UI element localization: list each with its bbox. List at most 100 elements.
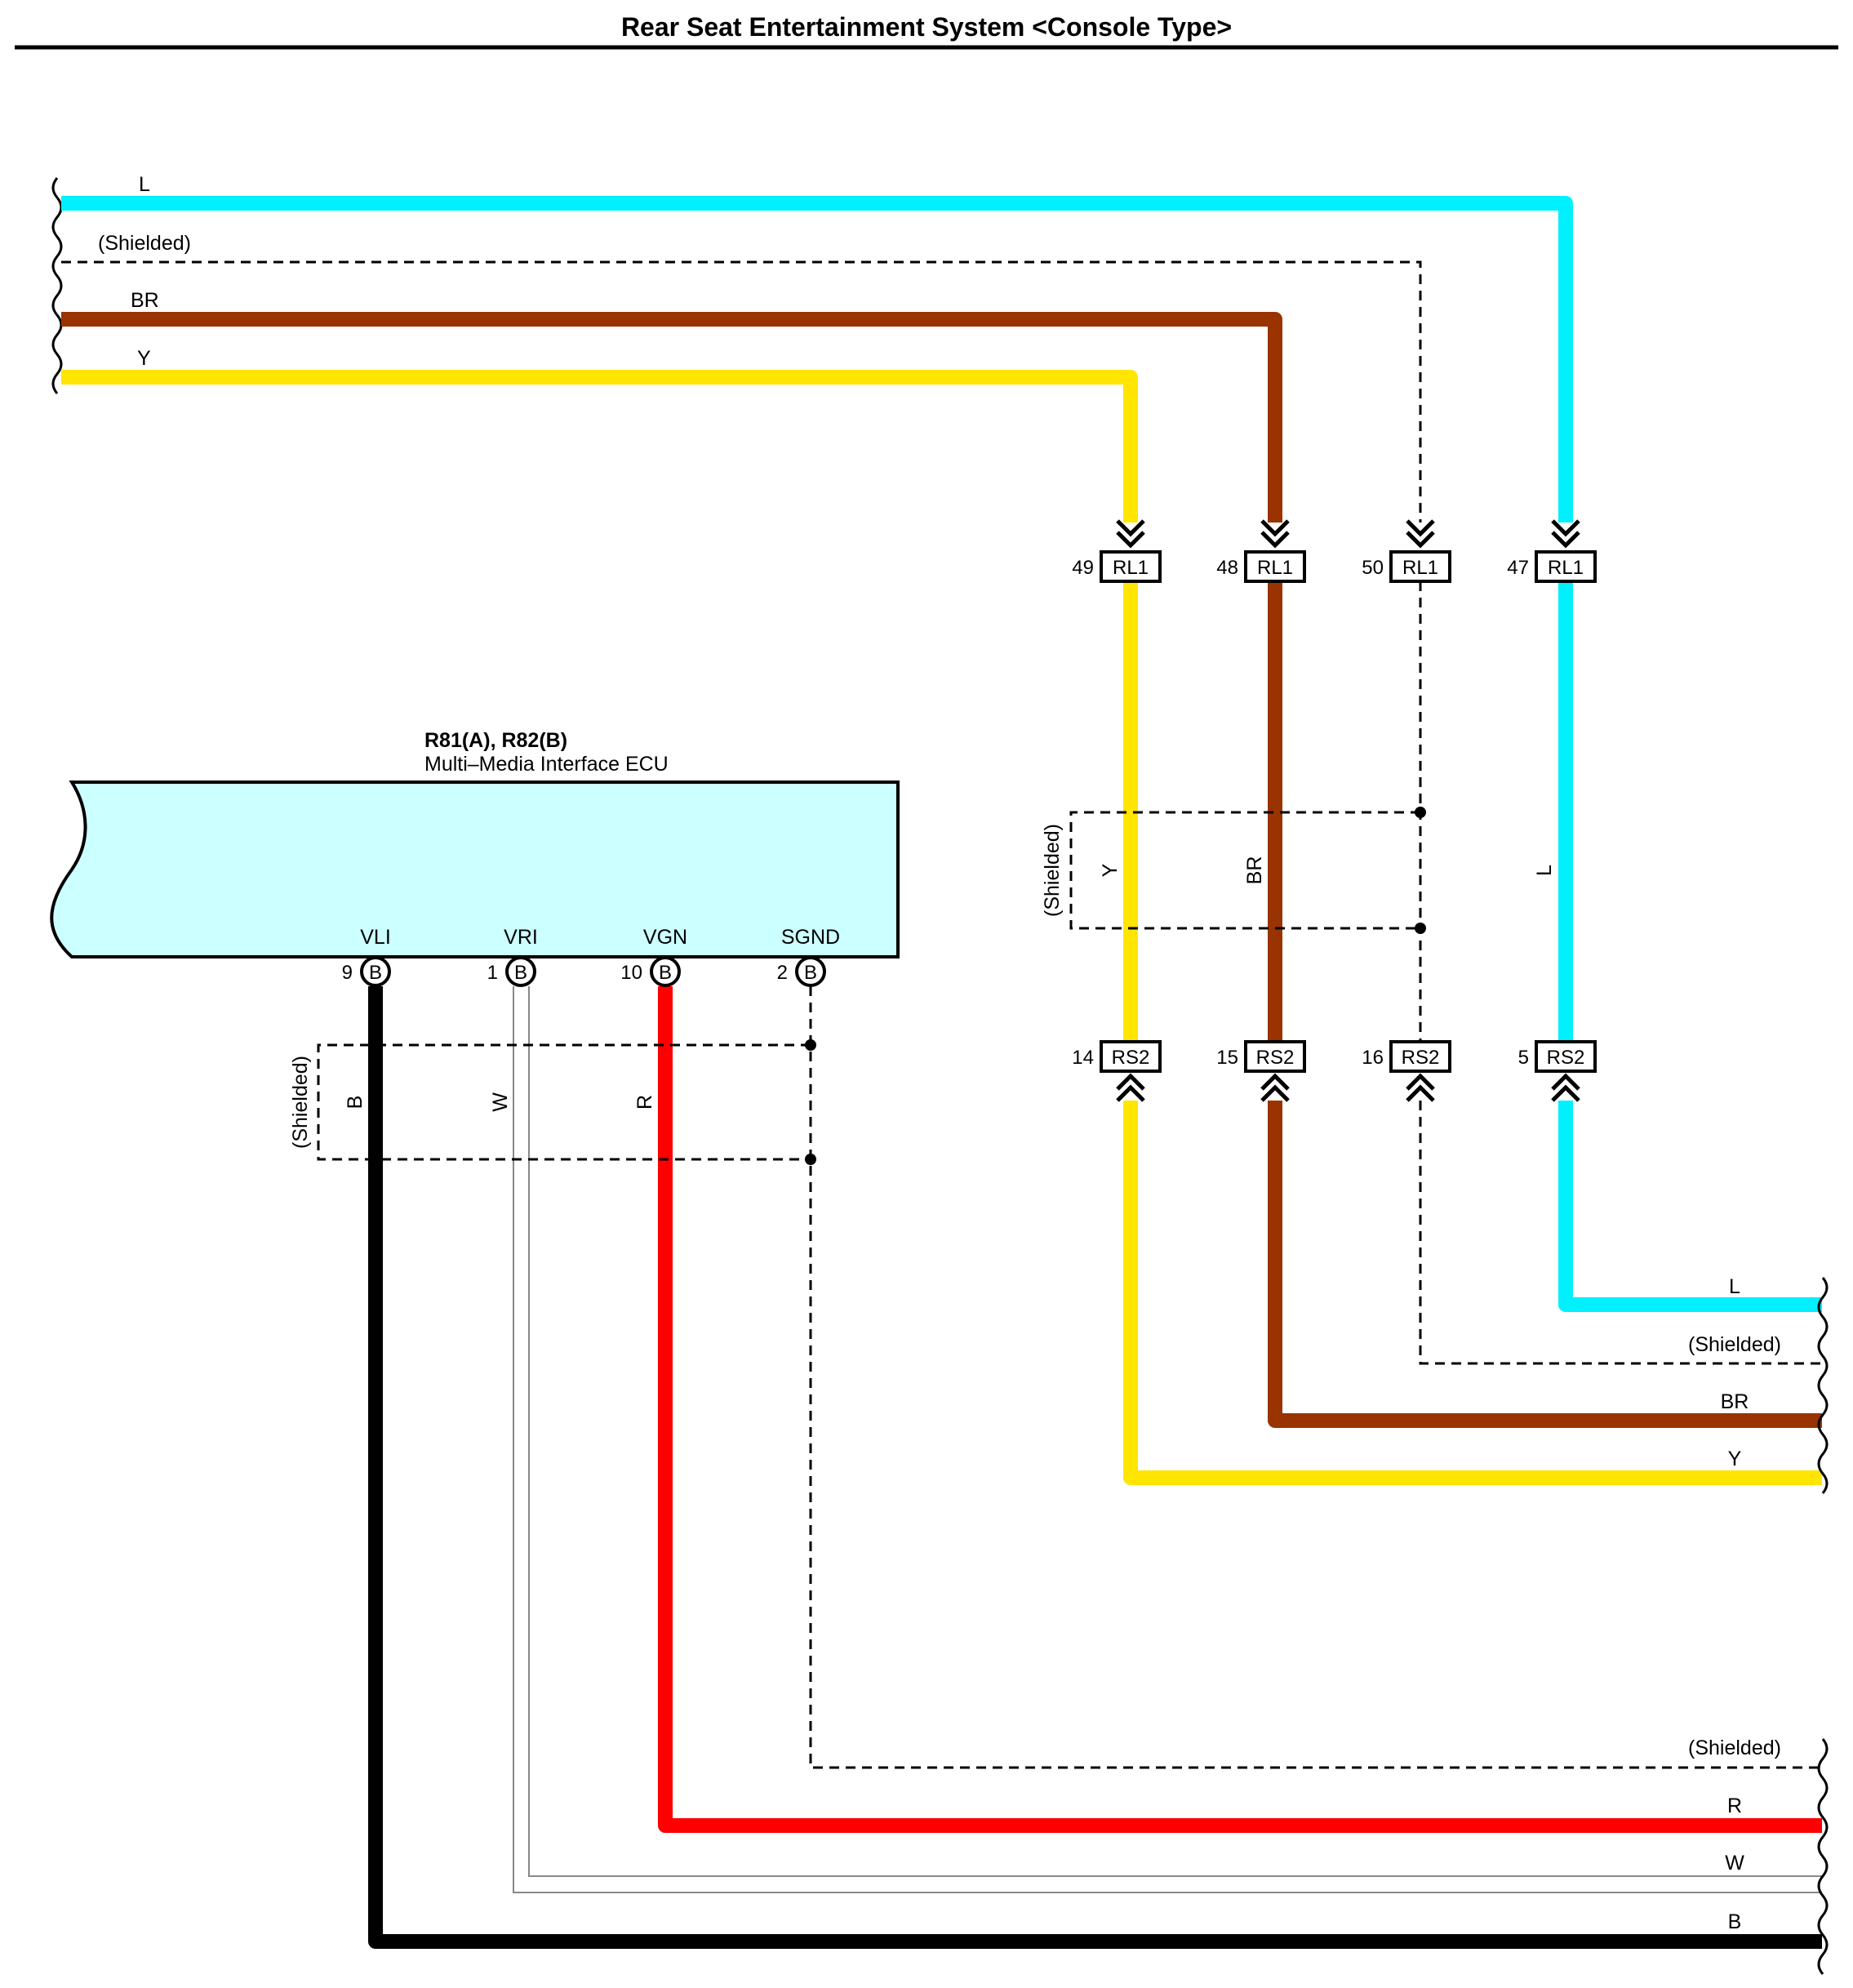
wire-label: Y <box>1099 863 1122 877</box>
connector-box <box>1244 1040 1306 1073</box>
wire-label: L <box>1729 1275 1740 1298</box>
wire-label: L <box>1533 865 1556 876</box>
connector-letter: B <box>659 962 672 984</box>
bottom-wire-break-symbol <box>1817 1738 1829 1975</box>
connector-rs2-15: RS2 15 <box>1216 1040 1306 1102</box>
connector-box <box>1100 550 1162 583</box>
wire-label: (Shielded) <box>98 232 191 255</box>
wire-y-top <box>61 370 1138 523</box>
pin-number: 2 <box>777 962 788 984</box>
shield-wire-ecu <box>809 986 1822 1769</box>
wire-l-bottom <box>1558 1101 1822 1312</box>
terminal-name: VRI <box>504 926 538 949</box>
chevron-down-icon <box>1551 519 1580 549</box>
connector-letter: B <box>514 962 527 984</box>
connector-box <box>1389 1040 1451 1073</box>
page-title: Rear Seat Entertainment System <Console … <box>621 12 1232 42</box>
connector-code: RS2 <box>1256 1047 1295 1069</box>
wire-label: W <box>1725 1852 1744 1875</box>
terminal-name: SGND <box>781 926 840 949</box>
ecu-wire-bundle <box>368 986 1822 1949</box>
ecu-terminals: B 9 B 1 B 10 B 2 <box>342 956 826 987</box>
terminal-vgn: B 10 <box>620 956 681 987</box>
shield-junction <box>1415 923 1426 934</box>
top-wire-break-symbol <box>51 177 63 394</box>
mid-wire-break-symbol <box>1817 1277 1829 1494</box>
pin-number: 5 <box>1518 1047 1529 1069</box>
pin-number: 9 <box>342 962 353 984</box>
shield-label: (Shielded) <box>289 1056 312 1149</box>
shield-label: (Shielded) <box>1041 824 1064 917</box>
chevron-up-icon <box>1116 1073 1145 1102</box>
shield-box <box>1069 811 1420 930</box>
wire-br-top <box>61 312 1282 523</box>
right-shield-group: (Shielded) Y BR L <box>1041 807 1556 934</box>
wire-label: L <box>139 173 150 196</box>
shield-junction <box>805 1039 816 1051</box>
bottom-wire-labels: (Shielded) R W B <box>1688 1737 1829 1975</box>
terminal-vli: B 9 <box>342 956 391 987</box>
pin-number: 47 <box>1507 557 1529 579</box>
wire-label: BR <box>1721 1390 1749 1413</box>
ecu-code: R81(A), R82(B) <box>424 729 567 752</box>
wire-label: BR <box>1243 856 1266 885</box>
ecu-name: Multi–Media Interface ECU <box>424 753 669 776</box>
shield-wire-bottom <box>1419 1101 1822 1365</box>
wire-label: B <box>344 1096 367 1110</box>
connector-code: RL1 <box>1402 557 1438 579</box>
wire-label: Y <box>1728 1448 1742 1470</box>
connector-box <box>1244 550 1306 583</box>
terminal-name: VLI <box>360 926 391 949</box>
terminal-name: VGN <box>643 926 687 949</box>
pin-number: 49 <box>1072 557 1094 579</box>
rl1-connector-row: RL1 49 RL1 48 RL1 50 RL1 47 <box>1072 519 1597 583</box>
wire-w-outline-outer <box>513 986 1822 1893</box>
connector-code: RL1 <box>1113 557 1149 579</box>
connector-letter: B <box>804 962 817 984</box>
chevron-down-icon <box>1406 519 1435 549</box>
multimedia-interface-ecu: R81(A), R82(B) Multi–Media Interface ECU… <box>50 729 900 958</box>
connector-rl1-48: RL1 48 <box>1216 519 1306 583</box>
connector-code: RL1 <box>1548 557 1584 579</box>
chevron-up-icon <box>1260 1073 1290 1102</box>
pin-number: 50 <box>1362 557 1384 579</box>
connector-letter: B <box>369 962 382 984</box>
connector-rs2-16: RS2 16 <box>1362 1040 1451 1102</box>
connector-rs2-5: RS2 5 <box>1518 1040 1597 1102</box>
connector-code: RS2 <box>1402 1047 1440 1069</box>
chevron-up-icon <box>1406 1073 1435 1102</box>
shield-box <box>317 1043 811 1161</box>
pin-number: 16 <box>1362 1047 1384 1069</box>
terminal-vri: B 1 <box>487 956 536 987</box>
ecu-body <box>50 781 900 958</box>
mid-right-wire-bundle: L (Shielded) BR Y <box>1123 1101 1829 1494</box>
connector-box <box>1535 1040 1597 1073</box>
rs2-connector-row: RS2 14 RS2 15 RS2 16 RS2 5 <box>1072 1040 1597 1102</box>
connector-code: RS2 <box>1547 1047 1585 1069</box>
wire-y-bottom <box>1123 1101 1822 1485</box>
terminal-sgnd: B 2 <box>777 956 826 987</box>
connector-rs2-14: RS2 14 <box>1072 1040 1162 1102</box>
shield-junction <box>1415 807 1426 818</box>
chevron-down-icon <box>1260 519 1290 549</box>
wire-label: R <box>633 1095 656 1110</box>
shield-wire-top <box>61 260 1422 523</box>
wire-w-outline-inner <box>528 986 1822 1877</box>
wire-label: BR <box>131 289 159 312</box>
connector-box <box>1100 1040 1162 1073</box>
ecu-shield-group: (Shielded) B W R <box>289 1039 816 1165</box>
pin-number: 10 <box>620 962 642 984</box>
connector-rl1-49: RL1 49 <box>1072 519 1162 583</box>
wire-label: B <box>1728 1910 1742 1933</box>
wire-label: (Shielded) <box>1688 1737 1781 1759</box>
connector-code: RL1 <box>1257 557 1293 579</box>
connector-rl1-47: RL1 47 <box>1507 519 1597 583</box>
shield-junction <box>805 1154 816 1165</box>
chevron-up-icon <box>1551 1073 1580 1102</box>
pin-number: 15 <box>1216 1047 1238 1069</box>
connector-box <box>1389 550 1451 583</box>
wire-label: W <box>489 1092 512 1112</box>
wire-b <box>368 986 1822 1949</box>
wire-l-top <box>61 196 1573 523</box>
